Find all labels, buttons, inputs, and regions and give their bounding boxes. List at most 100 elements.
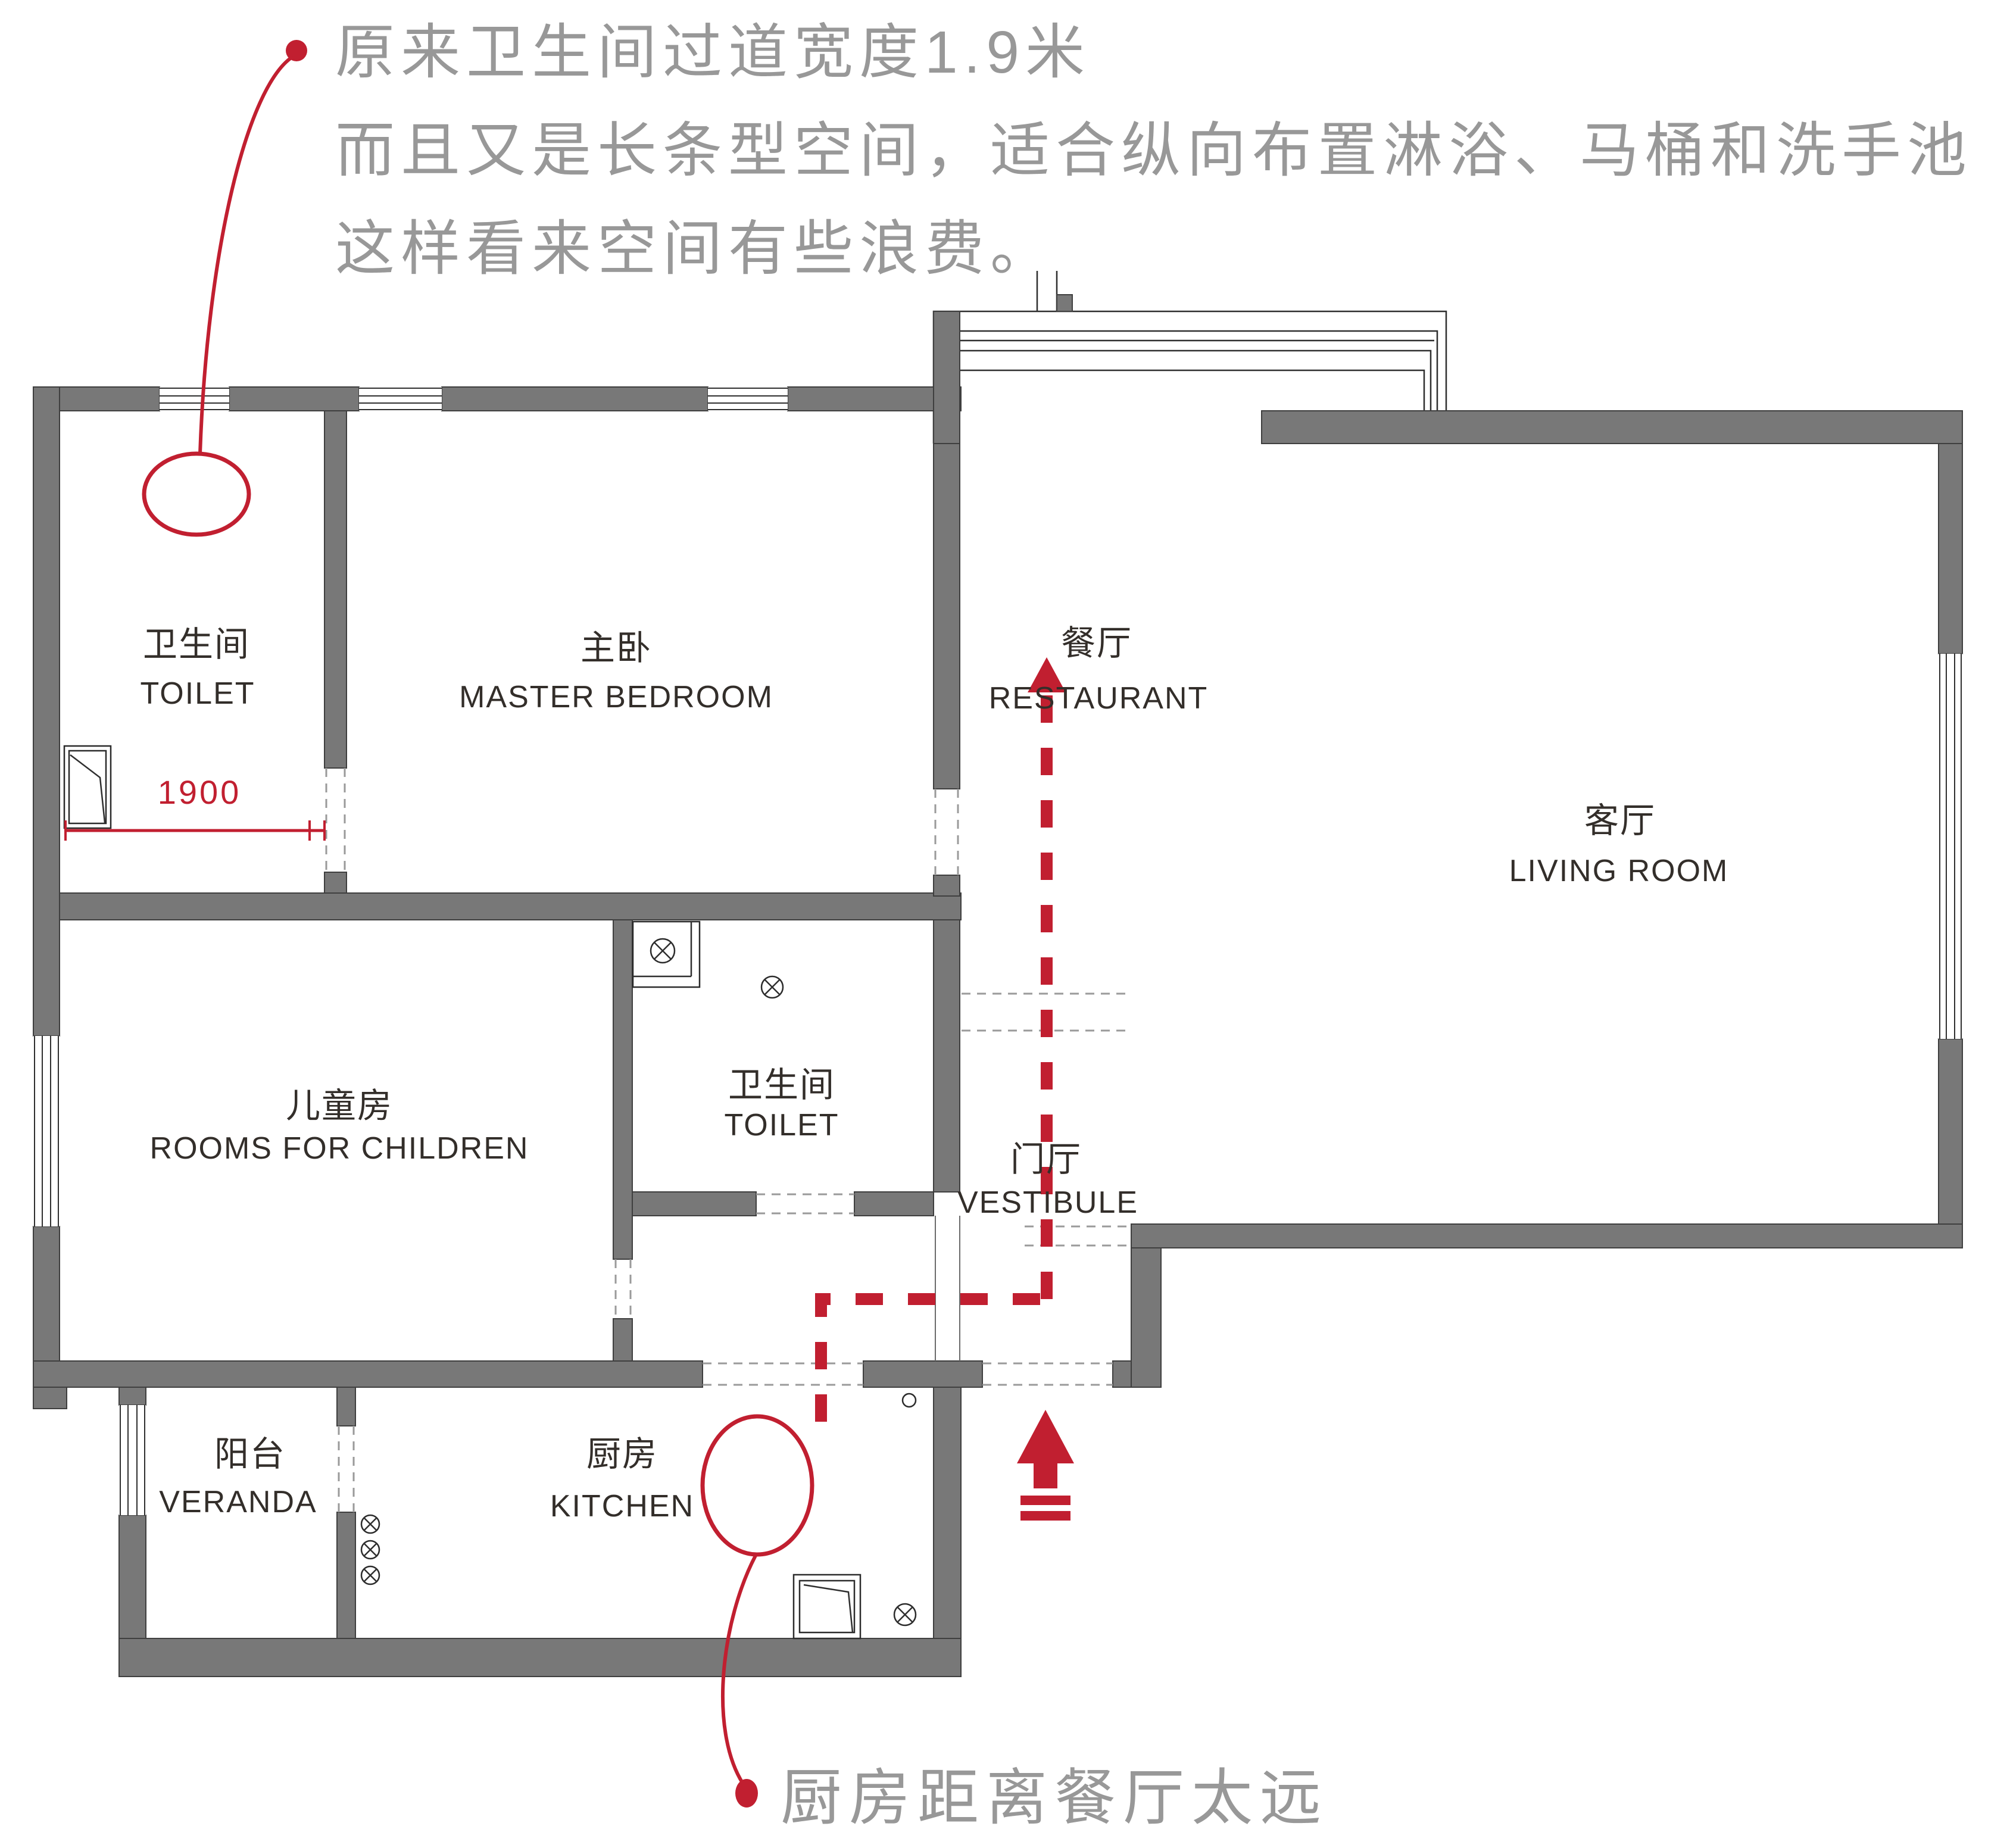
note-toilet-line-2: 而且又是长条型空间，适合纵向布置淋浴、马桶和洗手池 bbox=[335, 117, 1972, 184]
wall-segment bbox=[613, 1318, 633, 1364]
wall-segment bbox=[854, 1191, 934, 1216]
fan-cross bbox=[654, 942, 672, 960]
room-label-living-room-en: LIVING ROOM bbox=[1509, 854, 1729, 888]
exhaust-fan-icon bbox=[650, 938, 676, 964]
exhaust-fan-icon bbox=[893, 1603, 917, 1627]
wall-segment bbox=[613, 919, 633, 1260]
room-label-toilet-second-cn: 卫生间 bbox=[728, 1066, 835, 1104]
wall-segment bbox=[33, 1360, 703, 1388]
wall-segment bbox=[59, 892, 962, 920]
route-arrowhead-icon bbox=[1028, 657, 1066, 692]
room-label-toilet-main-en: TOILET bbox=[140, 676, 255, 711]
door-veranda bbox=[338, 1426, 355, 1512]
annotation-notes: 原来卫生间过道宽度1.9米 而且又是长条型空间，适合纵向布置淋浴、马桶和洗手池 … bbox=[335, 19, 1972, 1832]
fan-cross bbox=[363, 1517, 377, 1531]
dimension-value: 1900 bbox=[158, 773, 242, 811]
entry-arrow-head bbox=[1017, 1410, 1074, 1488]
highlight-circle-toilet bbox=[142, 451, 251, 537]
room-label-living-room-cn: 客厅 bbox=[1584, 801, 1656, 840]
room-label-veranda-cn: 阳台 bbox=[214, 1435, 286, 1474]
wall-segment bbox=[933, 443, 960, 789]
window-glazing bbox=[708, 388, 788, 410]
exhaust-fan-icon bbox=[360, 1565, 380, 1585]
window-glazing bbox=[359, 388, 442, 410]
window-opening bbox=[1939, 654, 1962, 1039]
route-dashed-lower bbox=[815, 1293, 1047, 1422]
opening-vestibule-living bbox=[1025, 1225, 1128, 1247]
door-toilet-main bbox=[325, 768, 346, 872]
wall-segment bbox=[118, 1638, 962, 1677]
exhaust-fan-icon bbox=[360, 1540, 380, 1560]
room-labels: 卫生间 TOILET 主卧 MASTER BEDROOM 餐厅 RESTAURA… bbox=[140, 624, 1729, 1524]
window-children-left bbox=[33, 1036, 60, 1226]
entry-door-opening bbox=[982, 1362, 1113, 1386]
wall-segment bbox=[229, 386, 360, 411]
window-opening bbox=[33, 1036, 60, 1226]
wall-segment bbox=[1056, 294, 1073, 312]
window-bedroom-1 bbox=[359, 387, 442, 411]
window-glazing bbox=[120, 1405, 145, 1515]
room-label-toilet-main-cn: 卫生间 bbox=[143, 625, 250, 664]
window-toilet-top bbox=[160, 387, 229, 411]
leader-curve bbox=[198, 55, 294, 454]
wall-segment bbox=[1938, 1038, 1963, 1248]
fan-cross bbox=[363, 1543, 377, 1557]
room-label-veranda-en: VERANDA bbox=[159, 1485, 317, 1519]
shower-inner-lines bbox=[633, 922, 692, 978]
window-bedroom-2 bbox=[708, 387, 788, 411]
window-veranda-left bbox=[119, 1405, 146, 1515]
window-opening bbox=[359, 387, 442, 411]
highlight-circle-kitchen bbox=[700, 1414, 814, 1557]
fixtures bbox=[63, 745, 917, 1640]
wall-segment bbox=[33, 386, 60, 1037]
room-label-vestibule-en: VESTIBULE bbox=[957, 1185, 1138, 1220]
wall-segment bbox=[933, 311, 960, 444]
sink-fixture bbox=[792, 1574, 862, 1640]
wall-segment bbox=[933, 919, 960, 1193]
note-toilet-line-3: 这样看来空间有些浪费。 bbox=[335, 216, 1056, 282]
wall-segment bbox=[33, 1387, 67, 1409]
drain-icon bbox=[901, 1393, 917, 1408]
fan-cross bbox=[764, 979, 781, 995]
windows bbox=[33, 387, 1962, 1515]
vestibule-boundary-lines bbox=[935, 1216, 960, 1361]
note-toilet-line-1: 原来卫生间过道宽度1.9米 bbox=[335, 19, 1091, 86]
exhaust-fan-icon bbox=[360, 1514, 380, 1534]
window-glazing bbox=[1939, 654, 1962, 1039]
fan-cross bbox=[363, 1568, 377, 1582]
basin-inner bbox=[68, 750, 107, 825]
note-kitchen: 厨房距离餐厅太远 bbox=[781, 1763, 1328, 1832]
wall-segment bbox=[632, 1191, 757, 1216]
wall-segment bbox=[1131, 1223, 1963, 1248]
sink-flap bbox=[803, 1584, 854, 1633]
dimension-ticks bbox=[64, 820, 326, 841]
room-label-master-bedroom-cn: 主卧 bbox=[580, 629, 652, 667]
room-label-master-bedroom-en: MASTER BEDROOM bbox=[459, 680, 773, 714]
basin-fixture bbox=[63, 745, 112, 829]
wall-segment bbox=[787, 386, 962, 411]
leader-curve bbox=[721, 1553, 758, 1785]
red-annotations: 1900 bbox=[64, 40, 1074, 1808]
door-toilet-second bbox=[756, 1193, 854, 1215]
wall-segment bbox=[1261, 410, 1963, 444]
window-opening bbox=[119, 1405, 146, 1515]
exhaust-fan-icon bbox=[760, 975, 784, 999]
entry-arrow-stripe bbox=[1020, 1496, 1070, 1505]
wall-segment bbox=[118, 1387, 146, 1406]
window-opening bbox=[708, 387, 788, 411]
wall-segment bbox=[441, 386, 709, 411]
wall-segment bbox=[933, 875, 960, 897]
walls bbox=[33, 294, 1963, 1677]
wall-segment bbox=[336, 1387, 356, 1426]
basin-flap bbox=[70, 754, 106, 823]
room-label-vestibule-cn: 门厅 bbox=[1010, 1140, 1082, 1179]
wall-segment bbox=[863, 1360, 983, 1388]
wall-segment bbox=[324, 410, 347, 769]
room-label-kitchen-cn: 厨房 bbox=[586, 1435, 658, 1474]
room-label-restaurant-cn: 餐厅 bbox=[1061, 624, 1132, 663]
fan-cross bbox=[897, 1606, 913, 1623]
opening-corridor-kitchen bbox=[703, 1362, 863, 1386]
leader-dot bbox=[735, 1779, 758, 1808]
